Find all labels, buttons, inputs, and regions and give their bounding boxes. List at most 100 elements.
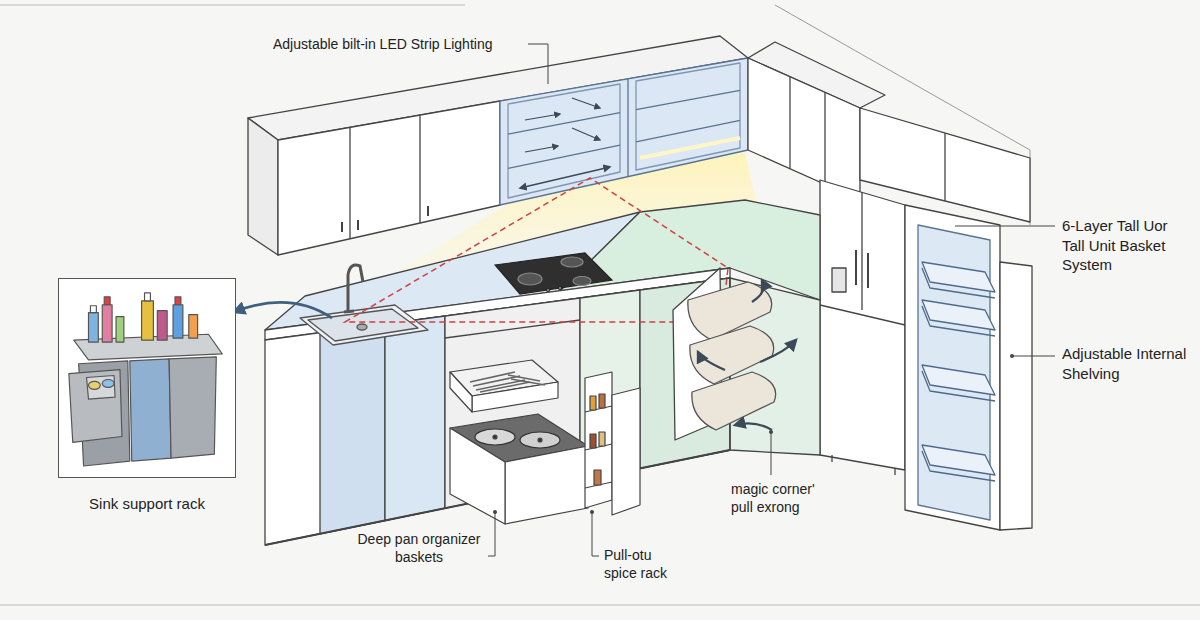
- rotation-arrows: [735, 423, 772, 430]
- leader-lines: [592, 512, 599, 556]
- spice-rack: [590, 396, 596, 410]
- magic-corner: [692, 372, 776, 430]
- spice-rack: [612, 388, 640, 515]
- pan-drawer: [475, 429, 515, 445]
- sink-rack-illustration: [102, 379, 114, 387]
- cooktop: [573, 277, 591, 286]
- upper-cabinets: [748, 58, 860, 200]
- inset-panel: Sink support rack: [58, 278, 236, 514]
- cutlery-drawer: [450, 372, 472, 412]
- cutlery-drawer: [511, 379, 545, 385]
- sink-rack-illustration: [87, 376, 116, 400]
- base-cabinets: [265, 278, 730, 545]
- cutlery-drawer: [480, 382, 530, 392]
- leader-lines: [488, 512, 495, 556]
- upper-cabinets: [636, 120, 740, 141]
- sink-rack-illustration: [142, 301, 154, 340]
- tall-unit: [905, 205, 1000, 530]
- upper-cabinets: [636, 90, 740, 109]
- upper-cabinets: [944, 133, 945, 201]
- frame-lines: [0, 605, 1200, 606]
- leader-lines: [488, 44, 1055, 556]
- sink-rack-illustration: [90, 306, 96, 313]
- sink-rack-illustration: [130, 359, 171, 461]
- tall-unit-label: 6-Layer Tall Uor Tall Unit Basket System: [1060, 216, 1190, 275]
- tall-unit: [922, 262, 995, 481]
- fridge: [867, 253, 869, 288]
- sink-rack-illustration: [102, 305, 112, 342]
- sink: [344, 311, 354, 312]
- cutlery-drawer: [473, 376, 520, 386]
- sink-rack-illustration: [59, 279, 234, 476]
- spice-rack: [585, 372, 612, 508]
- cooktop: [547, 289, 550, 292]
- upper-cabinets: [508, 84, 620, 198]
- leader-lines: [528, 44, 548, 84]
- sink-rack-illustration: [169, 357, 216, 458]
- rotation-arrows: [698, 352, 725, 370]
- upper-cabinets: [789, 77, 790, 169]
- sink-rack-illustration: [189, 315, 198, 339]
- tall-unit: [922, 262, 995, 292]
- upper-cabinets: [341, 222, 343, 232]
- upper-cabinets: [248, 118, 278, 255]
- tall-unit: [922, 371, 995, 401]
- upper-cabinets: [500, 58, 748, 205]
- inset-heading: Sink support rack: [58, 494, 236, 514]
- upper-cabinets: [572, 128, 600, 140]
- fridge: [894, 468, 895, 475]
- cooktop: [561, 257, 583, 267]
- sink: [348, 265, 363, 312]
- upper-cabinets: [525, 114, 560, 120]
- sink-rack-illustration: [145, 293, 151, 301]
- cutlery-drawer: [450, 360, 558, 412]
- spice-rack: [585, 372, 640, 515]
- tall-unit: [922, 445, 995, 475]
- magic-corner: [673, 268, 776, 440]
- shelving-label: Adjustable Internal Shelving: [1060, 344, 1194, 383]
- upper-cabinets: [427, 206, 429, 216]
- sink-rack-illustration: [88, 313, 98, 342]
- pan-drawer: [538, 438, 542, 442]
- frame-lines: [0, 5, 465, 6]
- rotation-arrows: [698, 280, 796, 430]
- leader-dots: [590, 510, 594, 514]
- fridge: [820, 180, 905, 470]
- sink-rack-illustration: [157, 311, 167, 340]
- cooktop: [518, 273, 542, 285]
- corner-label: magic corner' pull exrong: [729, 480, 839, 516]
- upper-cabinets: [520, 167, 610, 188]
- cutlery-drawer: [470, 372, 545, 392]
- rotation-arrows: [752, 280, 764, 302]
- base-cabinets: [320, 324, 385, 534]
- upper-cabinets: [349, 127, 350, 239]
- fridge: [820, 180, 905, 475]
- upper-cabinets: [572, 98, 600, 108]
- fridge: [831, 455, 832, 462]
- led-label: Adjustable bilt-in LED Strip Lighting: [271, 35, 494, 53]
- cooktop: [495, 253, 612, 294]
- sink-rack-illustration: [175, 297, 181, 305]
- sink-rack-illustration: [116, 317, 124, 343]
- tall-unit: [922, 451, 995, 481]
- upper-cabinets: [508, 145, 620, 168]
- inset-frame: [58, 278, 236, 478]
- upper-cabinets: [508, 113, 620, 134]
- pan-drawer: [520, 432, 560, 448]
- upper-cabinets: [419, 115, 420, 223]
- spice-rack: [599, 432, 605, 446]
- sink-rack-illustration: [69, 293, 222, 466]
- fridge: [855, 250, 857, 285]
- tall-unit: [922, 300, 995, 330]
- leader-lines: [955, 226, 1055, 227]
- cutlery-drawer: [508, 375, 540, 381]
- pan-drawer: [493, 435, 497, 439]
- upper-cabinets: [627, 79, 628, 177]
- leader-lines: [771, 432, 772, 475]
- cooktop: [559, 287, 562, 290]
- pan-drawer: [450, 414, 588, 524]
- tall-unit: [922, 306, 995, 336]
- spice-rack-label: Pull-otu spice rack: [602, 546, 690, 582]
- cutlery-drawer: [470, 372, 515, 382]
- upper-cabinets: [636, 63, 740, 170]
